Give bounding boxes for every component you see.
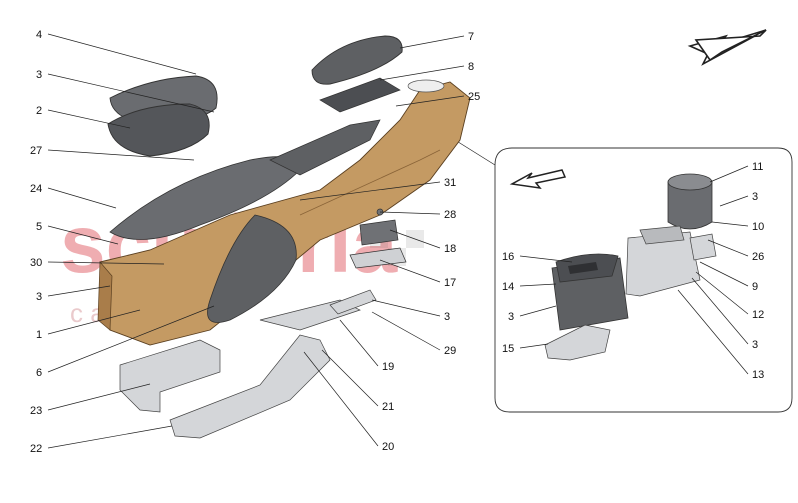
- inset-storage-bin: [551, 253, 629, 331]
- switch-module: [349, 208, 407, 269]
- callout-3: 3: [752, 191, 758, 203]
- callout-19: 19: [382, 361, 394, 373]
- inset-connector: [454, 139, 496, 166]
- callout-29: 29: [444, 345, 456, 357]
- callout-3: 3: [36, 69, 42, 81]
- callout-labels: 4 3 2 27 24 5 30 3 1 6 23 22 7 8 25 31 2…: [30, 29, 764, 455]
- storage-compartment-lid: [107, 75, 218, 157]
- callout-28: 28: [444, 209, 456, 221]
- callout-23: 23: [30, 405, 42, 417]
- console-body: [97, 77, 471, 346]
- inset-direction-arrow-icon: [509, 169, 567, 190]
- callout-25: 25: [468, 91, 480, 103]
- callout-27: 27: [30, 145, 42, 157]
- callout-15: 15: [502, 343, 514, 355]
- callout-17: 17: [444, 277, 456, 289]
- callout-22: 22: [30, 443, 42, 455]
- callout-5: 5: [36, 221, 42, 233]
- callout-8: 8: [468, 61, 474, 73]
- lower-brackets: [119, 289, 377, 439]
- callout-20: 20: [382, 441, 394, 453]
- callout-3: 3: [36, 291, 42, 303]
- callout-13: 13: [752, 369, 764, 381]
- callout-10: 10: [752, 221, 764, 233]
- direction-arrow-icon: [687, 29, 767, 66]
- callout-16: 16: [502, 251, 514, 263]
- callout-12: 12: [752, 309, 764, 321]
- callout-4: 4: [36, 29, 42, 41]
- inset-lower-bracket: [544, 324, 611, 361]
- callout-31: 31: [444, 177, 456, 189]
- callout-30: 30: [30, 257, 42, 269]
- callout-11: 11: [752, 161, 763, 173]
- callout-3: 3: [508, 311, 514, 323]
- callout-9: 9: [752, 281, 758, 293]
- callout-7: 7: [468, 31, 474, 43]
- callout-26: 26: [752, 251, 764, 263]
- callout-18: 18: [444, 243, 456, 255]
- cup-holder-insert: [667, 173, 713, 230]
- callout-6: 6: [36, 367, 42, 379]
- callout-3: 3: [444, 311, 450, 323]
- leader-lines: [47, 33, 749, 449]
- callout-3: 3: [752, 339, 758, 351]
- callout-2: 2: [36, 105, 42, 117]
- armrest-lid: [311, 35, 403, 85]
- callout-1: 1: [36, 329, 42, 341]
- callout-24: 24: [30, 183, 42, 195]
- callout-21: 21: [382, 401, 394, 413]
- callout-14: 14: [502, 281, 514, 293]
